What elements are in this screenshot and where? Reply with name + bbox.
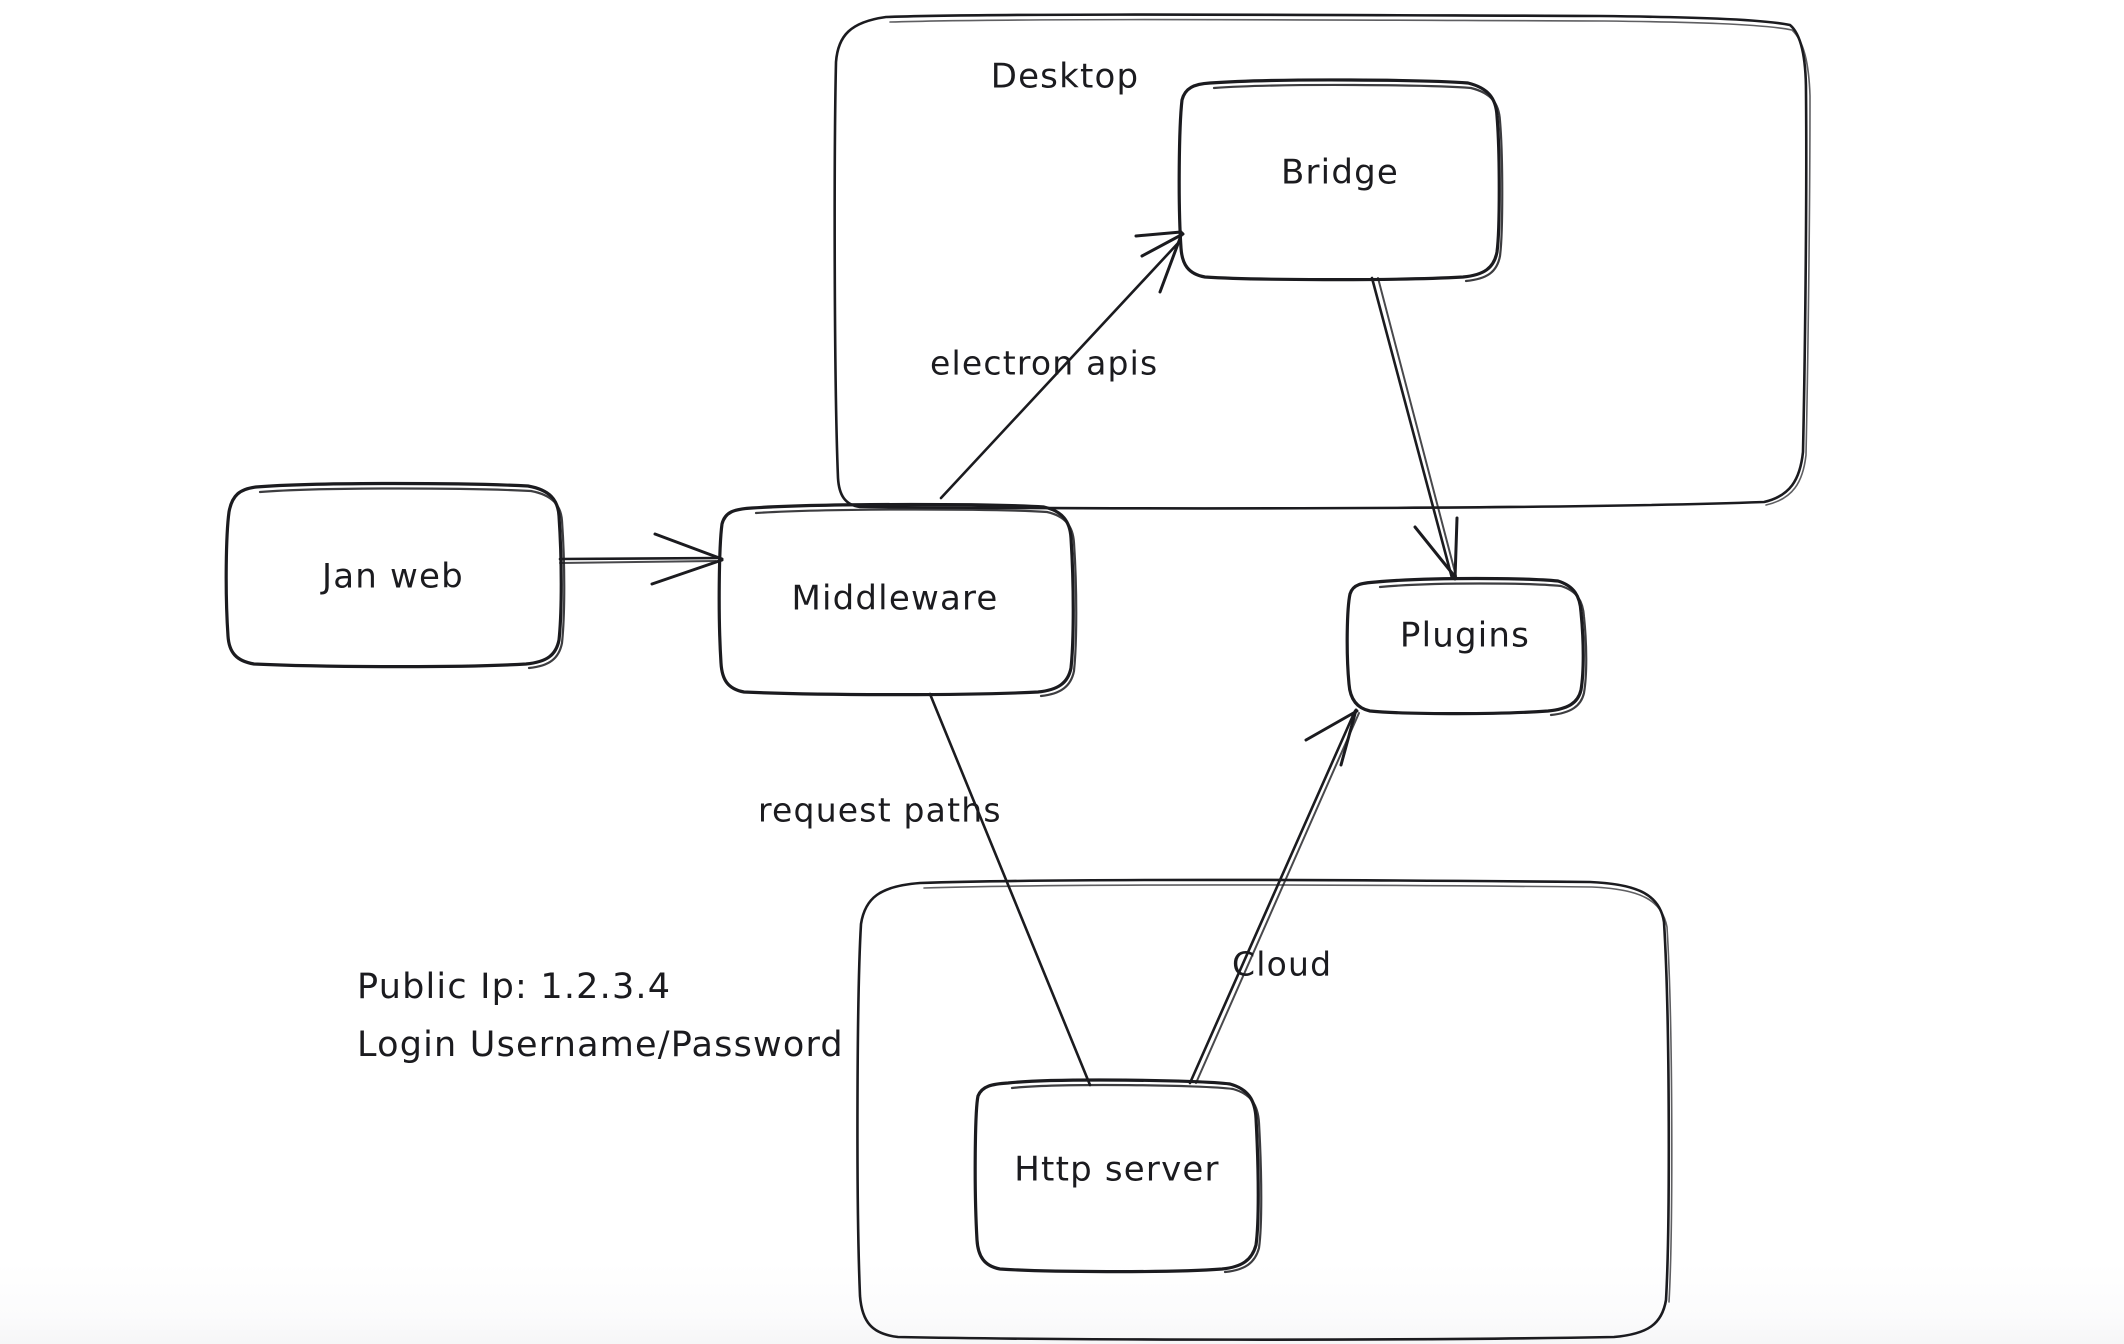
group-desktop-label: Desktop <box>991 57 1140 97</box>
node-bridge[interactable]: Bridge <box>1177 78 1504 283</box>
node-middleware[interactable]: Middleware <box>717 502 1078 698</box>
edge-label-request-paths: request paths <box>758 791 1002 830</box>
node-middleware-label: Middleware <box>791 579 998 619</box>
edge-bridge-to-plugins[interactable] <box>1370 276 1459 581</box>
edge-middleware-to-http-server[interactable]: request paths <box>758 692 1092 1087</box>
group-desktop[interactable] <box>833 13 1811 510</box>
node-jan-web[interactable]: Jan web <box>224 481 566 670</box>
note-public-ip-line1: Public Ip: 1.2.3.4 <box>357 967 671 1007</box>
node-jan-web-label: Jan web <box>320 557 464 597</box>
edge-label-electron-apis: electron apis <box>930 344 1158 383</box>
node-http-server-label: Http server <box>1014 1150 1219 1190</box>
edge-http-server-to-plugins[interactable]: Cloud <box>1188 708 1360 1085</box>
note-public-ip-line2: Login Username/Password <box>357 1025 844 1065</box>
node-plugins[interactable]: Plugins <box>1345 576 1588 717</box>
node-bridge-label: Bridge <box>1281 153 1399 193</box>
group-cloud[interactable] <box>856 878 1673 1341</box>
node-http-server[interactable]: Http server <box>973 1078 1263 1274</box>
edge-jan-web-to-middleware[interactable] <box>558 532 724 586</box>
edge-label-cloud: Cloud <box>1232 945 1332 984</box>
node-plugins-label: Plugins <box>1400 616 1530 656</box>
note-public-ip: Public Ip: 1.2.3.4 Login Username/Passwo… <box>357 967 844 1065</box>
edge-middleware-to-bridge[interactable]: electron apis <box>930 230 1185 500</box>
